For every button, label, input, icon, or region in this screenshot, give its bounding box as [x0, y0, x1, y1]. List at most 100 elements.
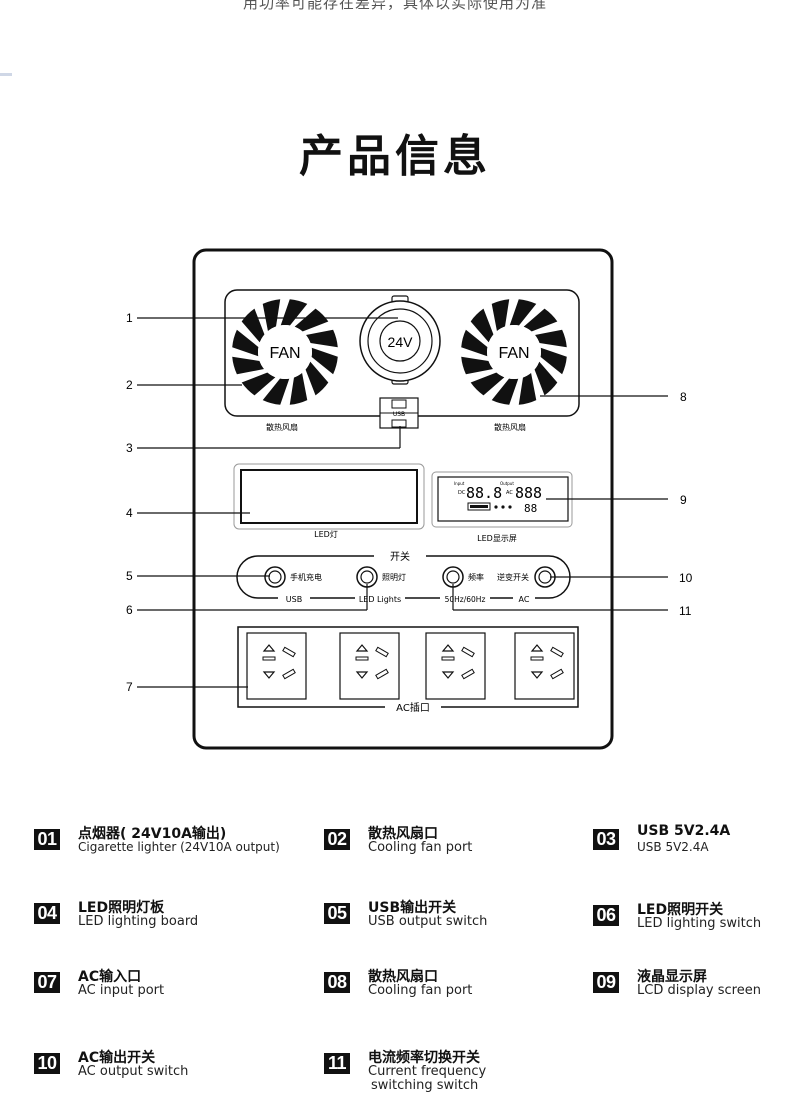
decorative-mark — [0, 73, 12, 76]
lcd-digits-small: 88 — [524, 502, 537, 515]
callout-lines — [137, 317, 668, 688]
legend-badge: 07 — [34, 972, 60, 993]
lcd-input: Input — [454, 481, 465, 486]
fan-blade — [232, 356, 265, 375]
legend-cn: LED照明灯板 — [78, 900, 165, 916]
phone-charge-button — [264, 566, 286, 588]
fan-blade — [540, 347, 567, 375]
fan-blade — [534, 361, 558, 396]
legend-en: USB 5V2.4A — [637, 840, 709, 854]
legend-en: Cooling fan port — [368, 840, 473, 855]
fan-caption-left: 散热风扇 — [266, 422, 298, 432]
legend-badge: 04 — [34, 903, 60, 924]
legend-en: LED lighting switch — [637, 916, 762, 931]
fan-blade — [509, 299, 537, 326]
ac-outlet-icon — [514, 632, 575, 700]
fan-blade — [305, 329, 338, 348]
callout-7: 7 — [126, 680, 133, 694]
fan-right-icon — [461, 299, 567, 405]
legend-badge: 09 — [593, 972, 619, 993]
legend-badge: 10 — [34, 1053, 60, 1074]
usb-tag: USB — [393, 411, 405, 418]
legend-badge: 01 — [34, 829, 60, 850]
fan-blade — [241, 308, 265, 343]
product-diagram: FAN FAN 散热风扇 散热风扇 24V USB LED灯 Input DC … — [126, 248, 693, 750]
usb-port-icon — [379, 397, 419, 429]
fan-caption-right: 散热风扇 — [494, 422, 526, 432]
legend-badge: 03 — [593, 829, 619, 850]
battery-icon — [467, 502, 512, 511]
legend-en: AC input port — [78, 983, 165, 998]
legend-cn: 电流频率切换开关 — [368, 1050, 480, 1066]
legend-cn: USB 5V2.4A — [637, 823, 731, 839]
fan-blade — [311, 347, 338, 375]
fan-blade — [470, 372, 505, 396]
legend-en: LCD display screen — [637, 983, 761, 998]
legend-en: Cigarette lighter (24V10A output) — [78, 840, 280, 854]
led-board-inner — [240, 469, 418, 524]
ac-outlet-icon — [339, 632, 400, 700]
inverter-button — [534, 566, 556, 588]
led-board-outer — [233, 463, 425, 530]
legend-cn: 液晶显示屏 — [637, 969, 707, 985]
fan-blade — [461, 329, 488, 357]
lcd-output: Output — [500, 481, 514, 486]
callout-6: 6 — [126, 603, 133, 617]
sub-usb: USB — [286, 595, 302, 604]
legend-en: AC output switch — [78, 1064, 189, 1079]
legend-cn: LED照明开关 — [637, 902, 724, 918]
cigarette-socket-icon — [359, 295, 441, 385]
sub-led: LED Lights — [359, 595, 401, 604]
fan-blade — [523, 308, 558, 332]
legend-cn: AC输入口 — [78, 969, 142, 985]
callout-1: 1 — [126, 311, 133, 325]
legend-badge: 11 — [324, 1053, 350, 1074]
btn-light-label: 照明灯 — [382, 572, 406, 582]
callout-5: 5 — [126, 569, 133, 583]
legend-en: Cooling fan port — [368, 983, 473, 998]
fan-blade — [241, 372, 276, 396]
legend-badge: 02 — [324, 829, 350, 850]
btn-phone-label: 手机充电 — [290, 572, 322, 582]
callout-3: 3 — [126, 441, 133, 455]
callout-11: 11 — [679, 604, 692, 618]
sub-ac: AC — [519, 595, 530, 604]
lcd-digits-left: 88.8 — [466, 484, 502, 502]
fan-left-label: FAN — [269, 345, 300, 362]
callout-4: 4 — [126, 506, 133, 520]
frequency-button — [442, 566, 464, 588]
led-caption: LED灯 — [314, 529, 338, 539]
fan-blade — [262, 299, 281, 332]
fan-blade — [491, 378, 519, 405]
fan-blade — [470, 308, 494, 343]
legend-badge: 06 — [593, 905, 619, 926]
legend-cn: USB输出开关 — [368, 900, 457, 916]
page-title: 产品信息 — [299, 131, 491, 182]
fan-left-icon — [232, 299, 338, 405]
fan-blade — [289, 372, 308, 405]
switch-title-bg — [374, 550, 426, 562]
callout-10: 10 — [679, 571, 693, 585]
legend-cn: 点烟器( 24V10A输出) — [78, 826, 227, 842]
legend-badge: 08 — [324, 972, 350, 993]
ac-outlet-icon — [425, 632, 486, 700]
ac-caption: AC插口 — [396, 701, 430, 714]
fan-blade — [461, 356, 494, 375]
sub-freq: 50Hz/60Hz — [445, 595, 486, 604]
legend-en: USB output switch — [368, 914, 488, 929]
btn-freq-label: 频率 — [468, 572, 484, 582]
legend-en: Current frequency — [368, 1064, 487, 1079]
lcd-ac: AC — [506, 490, 513, 496]
legend-cn: 散热风扇口 — [368, 826, 438, 842]
fan-blade — [262, 378, 290, 405]
lcd-dc: DC — [458, 490, 466, 496]
legend-en: LED lighting board — [78, 914, 199, 929]
legend-badge: 05 — [324, 903, 350, 924]
callout-9: 9 — [680, 493, 687, 507]
fan-blade — [294, 308, 329, 332]
legend-en-2: switching switch — [371, 1078, 479, 1093]
fan-blade — [534, 329, 567, 348]
fan-right-label: FAN — [498, 345, 529, 362]
top-note: 用功率可能存在差异，具体以实际使用为准 — [242, 0, 547, 12]
fan-blade — [280, 299, 308, 326]
